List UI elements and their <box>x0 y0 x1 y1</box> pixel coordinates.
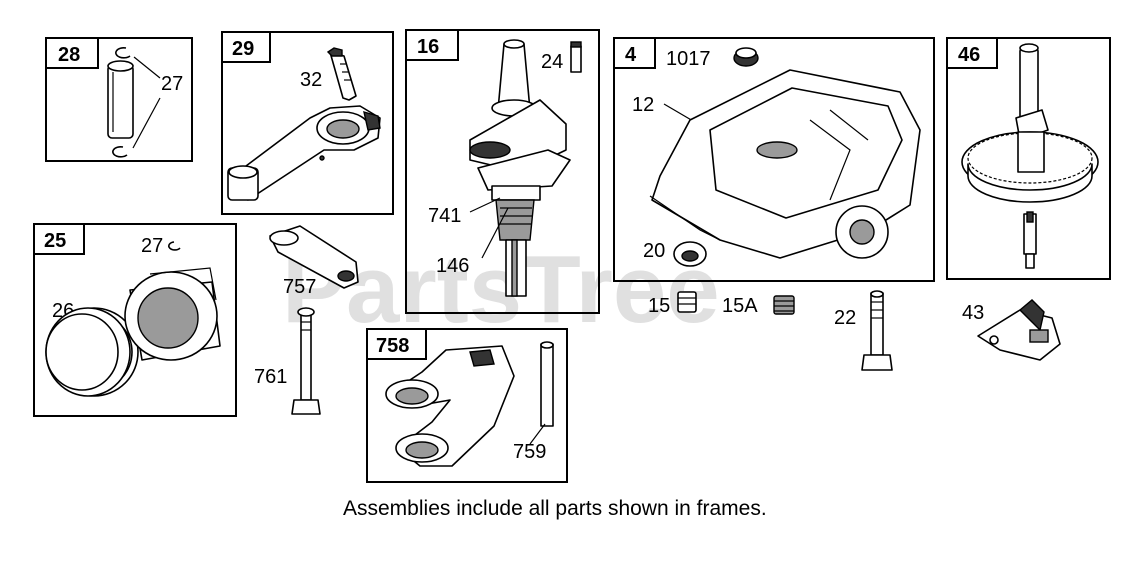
frame-46[interactable]: 46 <box>946 37 1111 280</box>
frame-label-4: 4 <box>625 44 637 66</box>
frame-label-16: 16 <box>417 36 439 58</box>
frame-4[interactable]: 4 1017 12 20 <box>613 37 935 282</box>
callout-15a[interactable]: 15A <box>722 295 758 317</box>
piston-pin[interactable] <box>107 60 134 139</box>
connecting-rod[interactable] <box>227 105 381 201</box>
frame-29[interactable]: 29 32 <box>221 31 394 215</box>
callout-757[interactable]: 757 <box>283 276 316 298</box>
pin-clip-top[interactable] <box>115 47 131 59</box>
callout-761[interactable]: 761 <box>254 366 287 388</box>
frame-16[interactable]: 16 24 741 146 <box>405 29 600 314</box>
drain-plug-15[interactable] <box>677 291 697 313</box>
oil-seal[interactable] <box>673 241 707 267</box>
frame-label-25: 25 <box>44 230 66 252</box>
frame-label-29: 29 <box>232 38 254 60</box>
callout-43[interactable]: 43 <box>962 302 984 324</box>
callout-146[interactable]: 146 <box>436 255 469 277</box>
watermark: PartsTree <box>282 236 720 343</box>
governor-43[interactable] <box>977 299 1061 361</box>
guide-plate[interactable] <box>385 345 515 467</box>
key[interactable] <box>570 41 582 73</box>
bolt-22[interactable] <box>861 290 893 371</box>
clip-small[interactable] <box>168 241 181 251</box>
pin-clip-bottom[interactable] <box>112 146 128 158</box>
callout-15[interactable]: 15 <box>648 295 670 317</box>
callout-1017[interactable]: 1017 <box>666 48 711 70</box>
callout-27-clip[interactable]: 27 <box>161 73 183 95</box>
drain-plug-15a[interactable] <box>773 295 795 315</box>
piston-rings[interactable] <box>45 307 139 397</box>
pushrod-759[interactable] <box>540 341 554 427</box>
callout-20[interactable]: 20 <box>643 240 665 262</box>
callout-22[interactable]: 22 <box>834 307 856 329</box>
callout-741[interactable]: 741 <box>428 205 461 227</box>
callout-24[interactable]: 24 <box>541 51 563 73</box>
callout-32[interactable]: 32 <box>300 69 322 91</box>
rocker-arm-757[interactable] <box>269 225 359 289</box>
crankshaft[interactable] <box>469 39 571 297</box>
callout-759[interactable]: 759 <box>513 441 546 463</box>
callout-12[interactable]: 12 <box>632 94 654 116</box>
piston[interactable] <box>124 267 221 361</box>
callout-27-piston[interactable]: 27 <box>141 235 163 257</box>
frame-28[interactable]: 28 27 <box>45 37 193 162</box>
frame-label-758: 758 <box>376 335 409 357</box>
camshaft[interactable] <box>961 43 1099 269</box>
frame-label-28: 28 <box>58 44 80 66</box>
frame-758[interactable]: 758 759 <box>366 328 568 483</box>
oil-fill-plug[interactable] <box>733 47 759 67</box>
assemblies-note: Assemblies include all parts shown in fr… <box>343 497 767 520</box>
sump-cover[interactable] <box>649 69 921 259</box>
rod-bolt[interactable] <box>326 47 357 101</box>
frame-25[interactable]: 25 27 26 <box>33 223 237 417</box>
bolt-761[interactable] <box>291 307 321 415</box>
frame-label-46: 46 <box>958 44 980 66</box>
